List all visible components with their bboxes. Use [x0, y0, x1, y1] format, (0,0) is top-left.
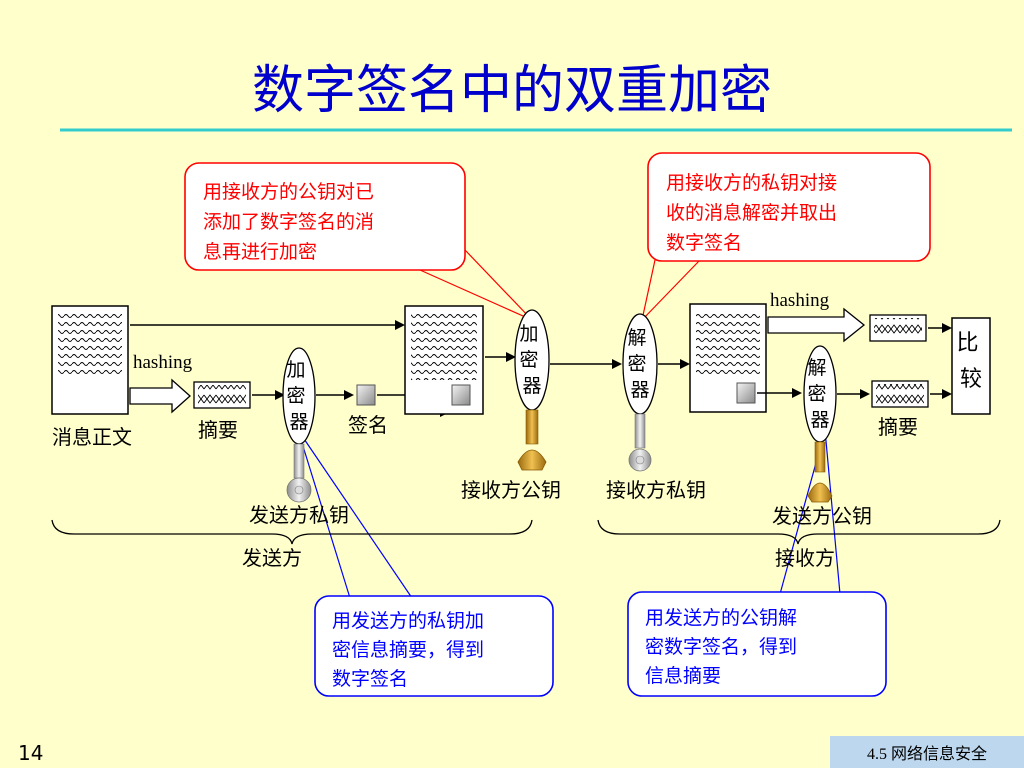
- sender-public-key-label: 发送方公钥: [772, 504, 872, 528]
- footer-band: [830, 736, 1024, 768]
- sender-encryptor: 加 密 器: [282, 347, 316, 445]
- decryptor-char: 解: [627, 327, 646, 349]
- sender-group-label: 发送方: [242, 546, 302, 570]
- svg-text:比 较: 比 较: [956, 331, 985, 392]
- receiver-private-key-label: 接收方私钥: [606, 478, 706, 502]
- callout-text-line: 息再进行加密: [203, 241, 317, 263]
- encryptor-char: 加: [519, 323, 538, 345]
- hashing-label-sender: hashing: [133, 352, 193, 373]
- svg-text:用发送方的私钥加 密信息摘要，得到: 用发送方的私钥加 密信息摘要，得到 数字签名: [332, 610, 490, 690]
- svg-text:加 密 器: 加 密 器: [519, 323, 544, 397]
- callout-bottom-left: 用发送方的私钥加 密信息摘要，得到 数字签名: [314, 595, 554, 697]
- encryptor-char: 器: [522, 375, 541, 397]
- encryptor-char: 密: [519, 349, 538, 371]
- receiver-private-key-icon: [628, 413, 652, 472]
- compare-char: 较: [960, 367, 982, 392]
- sender-private-key-icon: [286, 443, 312, 503]
- callout-text-line: 用发送方的公钥解: [645, 607, 797, 629]
- svg-text:解 密 器: 解 密 器: [807, 357, 832, 431]
- callout-bottom-right: 用发送方的公钥解 密数字签名，得到 信息摘要: [627, 591, 887, 697]
- sender-public-key-icon: [807, 441, 833, 503]
- decryptor-char: 密: [627, 353, 646, 375]
- page-number: 14: [18, 741, 43, 765]
- hashing-arrow-receiver: [767, 307, 866, 343]
- footer-label: 4.5 网络信息安全: [867, 744, 987, 763]
- svg-text:加 密 器: 加 密 器: [286, 359, 311, 433]
- outer-encryptor: 加 密 器: [514, 309, 550, 411]
- encryptor-char: 器: [289, 411, 308, 433]
- sender-brace: [51, 519, 533, 545]
- hashing-label-receiver: hashing: [770, 290, 830, 311]
- hashing-arrow-sender: [129, 378, 191, 414]
- callout-text-line: 密数字签名，得到: [645, 636, 797, 658]
- compare-box: 比 较: [951, 317, 991, 415]
- receiver-brace: [597, 519, 1001, 545]
- message-label: 消息正文: [52, 425, 132, 449]
- slide-title: 数字签名中的双重加密: [252, 61, 772, 121]
- decryptor-char: 解: [807, 357, 826, 379]
- callout-text-line: 用发送方的私钥加: [332, 610, 484, 632]
- signature-decryptor: 解 密 器: [803, 345, 837, 443]
- received-document: [689, 303, 767, 413]
- digest-label-receiver: 摘要: [878, 415, 918, 439]
- receiver-public-key-label: 接收方公钥: [461, 478, 561, 502]
- callout-text-line: 添加了数字签名的消: [203, 211, 374, 233]
- encryptor-char: 密: [286, 385, 305, 407]
- svg-text:用接收方的私钥对接 收的消息解密并取出: 用接收方的私钥对接 收的消息解密并取出 数字签名: [666, 172, 843, 254]
- svg-text:解 密 器: 解 密 器: [627, 327, 652, 401]
- encryptor-char: 加: [286, 359, 305, 381]
- callout-text-line: 数字签名: [666, 232, 742, 254]
- callout-top-left: 用接收方的公钥对已 添加了数字签名的消 息再进行加密: [184, 162, 466, 271]
- svg-text:用接收方的公钥对已 添加了数字签名的消: 用接收方的公钥对已 添加了数字签名的消 息再进行加密: [203, 181, 380, 263]
- callout-text-line: 密信息摘要，得到: [332, 639, 484, 661]
- digest-box-sender: [193, 381, 251, 409]
- sender-private-key-label: 发送方私钥: [249, 503, 349, 527]
- callout-text-line: 数字签名: [332, 668, 408, 690]
- digest-label-sender: 摘要: [198, 418, 238, 442]
- receiver-group-label: 接收方: [775, 546, 835, 570]
- callout-text-line: 用接收方的私钥对接: [666, 172, 837, 194]
- bundled-document: [404, 305, 484, 415]
- signature-icon: [356, 384, 376, 406]
- callout-text-line: 信息摘要: [645, 665, 721, 687]
- callout-top-right: 用接收方的私钥对接 收的消息解密并取出 数字签名: [647, 152, 931, 262]
- decryptor-char: 器: [630, 379, 649, 401]
- digest-box-hashed: [869, 314, 927, 342]
- decryptor-char: 器: [810, 409, 829, 431]
- message-document: [51, 305, 129, 415]
- digest-box-decrypted: [871, 380, 929, 408]
- receiver-decryptor: 解 密 器: [622, 313, 658, 415]
- callout-text-line: 用接收方的公钥对已: [203, 181, 374, 203]
- svg-text:用发送方的公钥解 密数字签名，得到: 用发送方的公钥解 密数字签名，得到 信息摘要: [645, 607, 803, 687]
- compare-char: 比: [956, 331, 978, 356]
- receiver-public-key-icon: [517, 409, 547, 471]
- signature-label: 签名: [348, 413, 388, 437]
- callout-text-line: 收的消息解密并取出: [666, 202, 837, 224]
- decryptor-char: 密: [807, 383, 826, 405]
